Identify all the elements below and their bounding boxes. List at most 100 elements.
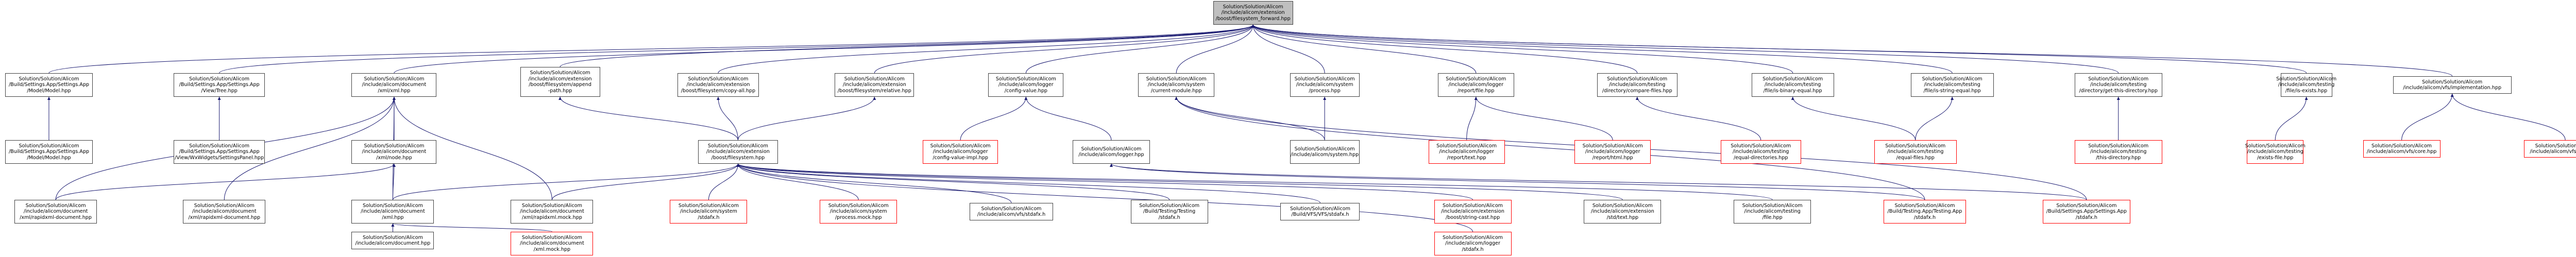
file-node[interactable]: Solution/Solution/Alicom/include/alicom/… bbox=[1437, 73, 1514, 97]
file-node-label: Solution/Solution/Alicom bbox=[2056, 202, 2117, 209]
include-edge bbox=[1791, 96, 1916, 141]
file-node[interactable]: Solution/Solution/Alicom/include/alicom/… bbox=[351, 73, 437, 97]
file-node-label: /Build/Testing/Testing bbox=[1143, 209, 1196, 215]
file-node[interactable]: Solution/Solution/Alicom/Build/VFS/VFS/s… bbox=[1280, 203, 1360, 220]
file-node-label: /stdafx.h bbox=[2075, 214, 2098, 220]
file-node[interactable]: Solution/Solution/Alicom/Build/Testing/T… bbox=[1130, 200, 1208, 224]
file-node-label: Solution/Solution/Alicom bbox=[828, 202, 889, 209]
file-node-label: Solution/Solution/Alicom bbox=[678, 202, 739, 209]
file-node[interactable]: Solution/Solution/Alicom/include/alicom/… bbox=[670, 200, 748, 224]
file-node-label: Solution/Solution/Alicom bbox=[1592, 202, 1653, 209]
include-edge bbox=[716, 96, 738, 141]
file-node-label: /config-value-impl.hpp bbox=[933, 155, 988, 161]
file-node[interactable]: Solution/Solution/Alicom/include/alicom/… bbox=[1434, 200, 1512, 224]
file-node-label: /stdafx.h bbox=[1158, 214, 1180, 220]
file-node-label: Solution/Solution/Alicom bbox=[1762, 76, 1823, 82]
file-node-label: /boost/filesystem_forward.hpp bbox=[1215, 15, 1291, 22]
file-node[interactable]: Solution/Solution/Alicom/include/alicom/… bbox=[511, 200, 594, 224]
file-node[interactable]: Solution/Solution/Alicom/Build/Testing.A… bbox=[1883, 200, 1966, 224]
file-node-label: Solution/Solution/Alicom bbox=[19, 143, 79, 149]
file-node[interactable]: Solution/Solution/Alicom/include/alicom/… bbox=[820, 200, 897, 224]
file-node-label: Solution/Solution/Alicom bbox=[844, 76, 905, 82]
include-edge bbox=[551, 163, 740, 200]
file-node-label: /directory/compare-files.hpp bbox=[1602, 88, 1672, 94]
file-node[interactable]: Solution/Solution/Alicom/include/alicom/… bbox=[1138, 73, 1215, 97]
file-node[interactable]: Solution/Solution/Alicom/include/alicom/… bbox=[835, 73, 914, 97]
file-node[interactable]: Solution/Solution/Alicom/include/alicom/… bbox=[1574, 140, 1651, 164]
file-node-label: /include/alicom/extension bbox=[1590, 209, 1654, 215]
file-node-label: /Model/Model.hpp bbox=[27, 88, 71, 94]
include-edge bbox=[736, 163, 1170, 200]
include-edge bbox=[1474, 96, 1613, 141]
file-node-label: Solution/Solution/Alicom bbox=[364, 143, 425, 149]
file-node[interactable]: Solution/Solution/Alicom/include/alicom/… bbox=[2276, 73, 2336, 97]
file-node[interactable]: Solution/Solution/Alicom/include/alicom/… bbox=[511, 232, 594, 255]
file-node[interactable]: Solution/Solution/Alicom/include/alicom/… bbox=[351, 232, 434, 249]
file-node-label: Solution/Solution/Alicom bbox=[521, 234, 582, 241]
file-node-label: /include/alicom/document bbox=[362, 82, 427, 88]
file-node[interactable]: Solution/Solution/Alicom/Build/Settings.… bbox=[5, 73, 93, 97]
file-node[interactable]: Solution/Solution/Alicom/Build/Settings.… bbox=[2042, 200, 2130, 224]
file-node[interactable]: Solution/Solution/Alicom/include/alicom/… bbox=[698, 140, 778, 164]
file-node-label: /include/alicom/vfs/core.hpp bbox=[2366, 149, 2437, 155]
file-node[interactable]: Solution/Solution/Alicom/include/alicom/… bbox=[1428, 140, 1505, 164]
file-node-label: Solution/Solution/Alicom bbox=[707, 143, 768, 149]
include-edge bbox=[1251, 24, 2119, 74]
file-node-label: /Build/Settings.App/Settings.App bbox=[179, 82, 260, 88]
file-node-label: /this-directory.hpp bbox=[2096, 155, 2141, 161]
file-node[interactable]: Solution/Solution/Alicom/include/alicom/… bbox=[1597, 73, 1677, 97]
file-node-label: /include/alicom/extension bbox=[1221, 10, 1285, 16]
file-node-label: /stdafx.h bbox=[698, 214, 720, 220]
file-node-label: /include/alicom/testing bbox=[1764, 82, 1821, 88]
include-edge bbox=[392, 163, 740, 200]
file-node[interactable]: Solution/Solution/Alicom/include/alicom/… bbox=[1874, 140, 1957, 164]
file-node[interactable]: Solution/Solution/Alicom/Build/Settings.… bbox=[174, 140, 265, 164]
file-node[interactable]: Solution/Solution/Alicom/include/alicom/… bbox=[1751, 73, 1834, 97]
file-node[interactable]: Solution/Solution/Alicom/include/alicom/… bbox=[2074, 140, 2162, 164]
file-node-label: Solution/Solution/Alicom bbox=[1922, 76, 1982, 82]
file-node-label: /file.hpp bbox=[1762, 214, 1783, 220]
file-node[interactable]: Solution/Solution/Alicom/include/alicom/… bbox=[183, 200, 266, 224]
file-node[interactable]: Solution/Solution/Alicom/include/alicom/… bbox=[2074, 73, 2162, 97]
file-node[interactable]: Solution/Solution/Alicom/include/alicom/… bbox=[1073, 140, 1150, 164]
file-node-label: /exists-file.hpp bbox=[2257, 155, 2294, 161]
file-node-label: /Build/Settings.App/Settings.App bbox=[179, 149, 260, 155]
file-node[interactable]: Solution/Solution/Alicom/include/alicom/… bbox=[1290, 140, 1360, 164]
file-node[interactable]: Solution/Solution/Alicom/include/alicom/… bbox=[988, 73, 1064, 97]
file-node[interactable]: Solution/Solution/Alicom/include/alicom/… bbox=[970, 203, 1053, 220]
file-node[interactable]: Solution/Solution/Alicom/Build/Settings.… bbox=[5, 140, 93, 164]
file-node-label: Solution/Solution/Alicom bbox=[521, 202, 582, 209]
file-node-label: Solution/Solution/Alicom bbox=[1607, 76, 1668, 82]
file-node-label: /include/alicom/document bbox=[361, 209, 425, 215]
file-node-label: /xml/xml.hpp bbox=[378, 88, 411, 94]
file-node[interactable]: Solution/Solution/Alicom/Build/Settings.… bbox=[174, 73, 265, 97]
file-node[interactable]: Solution/Solution/Alicom/include/alicom/… bbox=[351, 200, 434, 224]
file-node[interactable]: Solution/Solution/Alicom/include/alicom/… bbox=[1734, 200, 1811, 224]
file-node[interactable]: Solution/Solution/Alicom/include/alicom/… bbox=[14, 200, 97, 224]
file-node-label: Solution/Solution/Alicom bbox=[362, 202, 423, 209]
file-node[interactable]: Solution/Solution/Alicom/include/alicom/… bbox=[2245, 140, 2306, 164]
file-node-label: Solution/Solution/Alicom bbox=[2371, 143, 2432, 149]
file-node[interactable]: Solution/Solution/Alicom/include/alicom/… bbox=[1434, 232, 1512, 255]
file-node-label: Solution/Solution/Alicom bbox=[1146, 76, 1207, 82]
file-node[interactable]: Solution/Solution/Alicom/include/alicom/… bbox=[2393, 76, 2512, 94]
file-node[interactable]: Solution/Solution/Alicom/include/alicom/… bbox=[520, 67, 600, 97]
file-node-label: /include/alicom/logger bbox=[1585, 149, 1640, 155]
file-node[interactable]: Solution/Solution/Alicom/include/alicom/… bbox=[351, 140, 437, 164]
file-node[interactable]: Solution/Solution/Alicom/include/alicom/… bbox=[2524, 140, 2576, 158]
file-node-label: /directory/get-this-directory.hpp bbox=[2079, 88, 2158, 94]
file-node[interactable]: Solution/Solution/Alicom/include/alicom/… bbox=[2363, 140, 2441, 158]
file-node[interactable]: Solution/Solution/Alicom/include/alicom/… bbox=[1720, 140, 1801, 164]
file-node-label: /include/alicom/system.hpp bbox=[1291, 152, 1359, 158]
file-node[interactable]: Solution/Solution/Alicom/include/alicom/… bbox=[1290, 73, 1360, 97]
include-edge bbox=[1915, 96, 1954, 141]
include-edge bbox=[2275, 96, 2308, 141]
file-node[interactable]: Solution/Solution/Alicom/include/alicom/… bbox=[923, 140, 998, 164]
file-node[interactable]: Solution/Solution/Alicom/include/alicom/… bbox=[1910, 73, 1994, 97]
file-node-label: /config-value.hpp bbox=[1004, 88, 1048, 94]
file-node-label: Solution/Solution/Alicom bbox=[1294, 76, 1355, 82]
include-edge bbox=[1110, 163, 1925, 200]
file-node-label: Solution/Solution/Alicom bbox=[530, 70, 590, 76]
file-node[interactable]: Solution/Solution/Alicom/include/alicom/… bbox=[677, 73, 759, 97]
file-node[interactable]: Solution/Solution/Alicom/include/alicom/… bbox=[1584, 200, 1662, 224]
